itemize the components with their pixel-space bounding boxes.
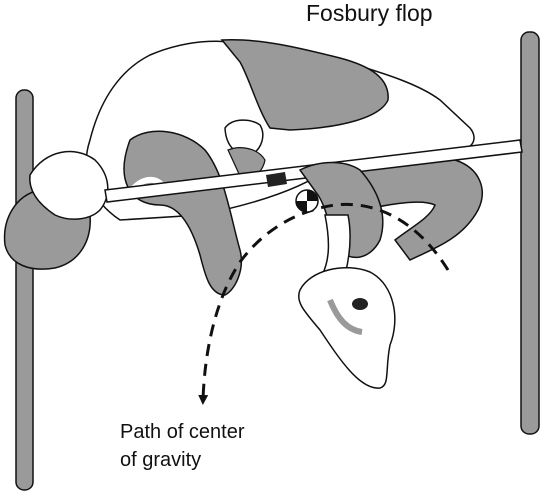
athlete-lower-leg bbox=[320, 214, 351, 276]
athlete-face bbox=[29, 150, 109, 220]
shoe-swoosh bbox=[327, 298, 363, 335]
caption-line-2: of gravity bbox=[120, 449, 202, 471]
left-post bbox=[15, 89, 34, 491]
right-post bbox=[520, 31, 540, 435]
crossbar-band bbox=[266, 172, 287, 187]
center-of-gravity-path bbox=[198, 202, 450, 405]
diagram-title: Fosbury flop bbox=[306, 0, 433, 26]
shoe-heel bbox=[352, 298, 368, 310]
athlete-arm bbox=[123, 130, 242, 296]
center-of-gravity-symbol-icon bbox=[295, 189, 319, 213]
athlete-singlet bbox=[220, 38, 389, 131]
caption-line-1: Path of center bbox=[120, 421, 245, 443]
center-of-gravity-caption: Path of center of gravity bbox=[120, 418, 300, 474]
